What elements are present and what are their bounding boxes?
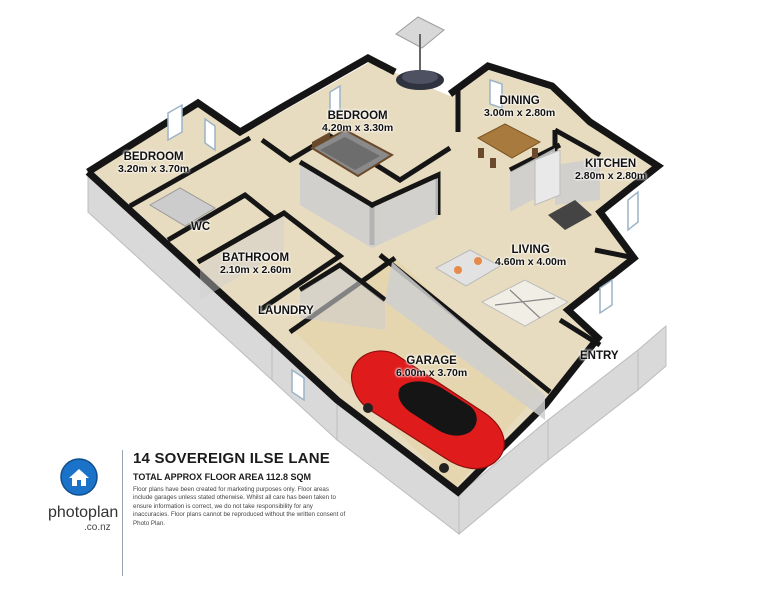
- rug-icon: [480, 279, 570, 327]
- room-name: BATHROOM: [222, 252, 290, 264]
- exterior-wall-faces: [87, 102, 667, 536]
- bed-icon: [149, 187, 216, 227]
- legend-block: photoplan .co.nz 14 SOVEREIGN ILSE LANE …: [40, 446, 345, 586]
- room-label-entry: ENTRY: [580, 350, 619, 362]
- umbrella-icon: [395, 16, 445, 90]
- room-name: BEDROOM: [123, 151, 184, 163]
- room-name: KITCHEN: [585, 158, 637, 170]
- kitchen-bench-icon: [534, 149, 592, 230]
- room-dimensions: 4.20m x 3.30m: [322, 122, 394, 134]
- dining-table-icon: [476, 123, 542, 168]
- brand-name: photoplan: [48, 504, 119, 521]
- room-label-kitchen: KITCHEN 2.80m x 2.80m: [575, 158, 646, 182]
- room-label-garage: GARAGE 6.00m x 3.70m: [396, 355, 467, 379]
- room-dimensions: 3.00m x 2.80m: [484, 107, 556, 119]
- room-name: WC: [191, 221, 211, 233]
- room-dimensions: 2.80m x 2.80m: [575, 170, 647, 182]
- room-label-bedroom-2: BEDROOM 4.20m x 3.30m: [322, 110, 393, 134]
- sofa-icon: [434, 249, 502, 287]
- room-dimensions: 6.00m x 3.70m: [396, 367, 468, 379]
- disclaimer-text: Floor plans have been created for market…: [133, 486, 346, 527]
- room-name: BEDROOM: [327, 110, 388, 122]
- room-name: LIVING: [511, 244, 550, 256]
- room-label-laundry: LAUNDRY: [258, 305, 314, 317]
- room-label-living: LIVING 4.60m x 4.00m: [495, 244, 566, 268]
- room-label-bathroom: BATHROOM 2.10m x 2.60m: [220, 252, 291, 276]
- room-dimensions: 3.20m x 3.70m: [118, 163, 190, 175]
- bed-icon: [309, 128, 395, 178]
- room-label-bedroom-1: BEDROOM 3.20m x 3.70m: [118, 151, 189, 175]
- room-name: LAUNDRY: [258, 305, 314, 317]
- house-icon: [60, 458, 98, 496]
- furniture: [149, 16, 592, 327]
- legend-divider: [122, 450, 123, 576]
- room-name: ENTRY: [580, 350, 619, 362]
- property-address: 14 SOVEREIGN ILSE LANE: [133, 450, 330, 467]
- room-name: GARAGE: [406, 355, 457, 367]
- room-dimensions: 4.60m x 4.00m: [495, 256, 567, 268]
- car-icon: [351, 350, 505, 473]
- windows: [167, 78, 639, 402]
- total-floor-area: TOTAL APPROX FLOOR AREA 112.8 SQM: [133, 472, 312, 482]
- brand-domain: .co.nz: [84, 522, 111, 533]
- room-label-wc: WC: [191, 221, 210, 233]
- room-dimensions: 2.10m x 2.60m: [220, 264, 292, 276]
- room-name: DINING: [499, 95, 540, 107]
- room-label-dining: DINING 3.00m x 2.80m: [484, 95, 555, 119]
